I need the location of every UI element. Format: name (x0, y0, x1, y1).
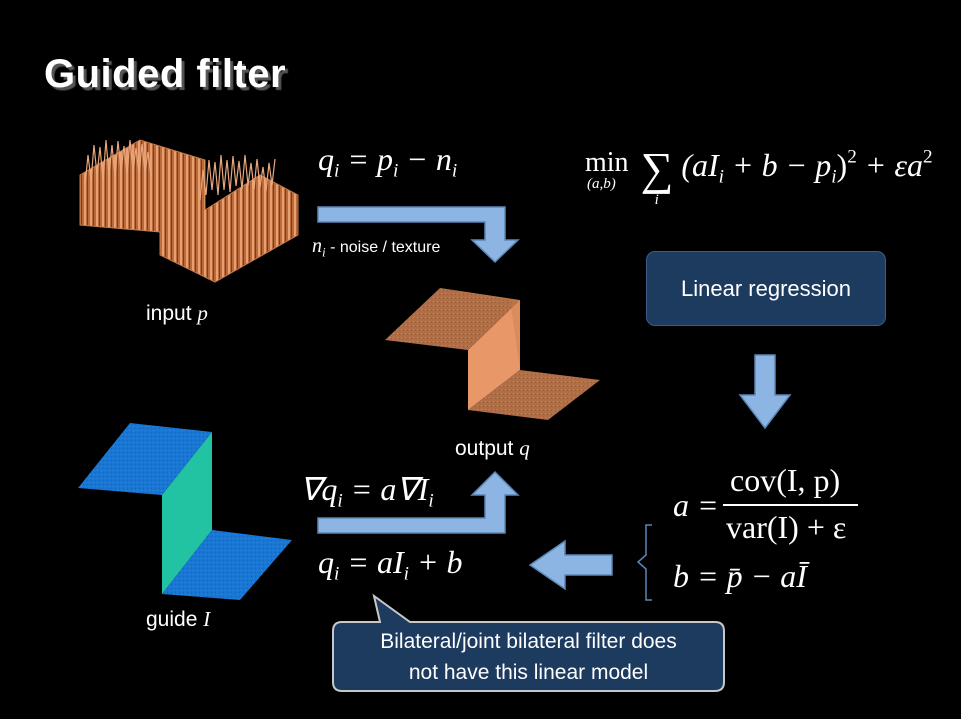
noise-description: ni - noise / texture (312, 235, 441, 260)
equation-a-numerator: cov(I, p) (730, 462, 841, 498)
output-label: output q (455, 436, 530, 460)
input-noisy-surface (79, 139, 299, 283)
guide-label: guide I (146, 607, 211, 631)
equation-a-denominator: var(I) + ε (726, 509, 847, 545)
callout-bubble (332, 593, 725, 692)
minimization-objective: min (a,b) ∑i (aIi + b − pi)2 + εa2 (585, 143, 933, 208)
linear-regression-box: Linear regression (646, 251, 886, 326)
arrow-to-output (317, 206, 520, 264)
guide-step-surface (78, 423, 292, 600)
callout-text: Bilateral/joint bilateral filter does no… (380, 630, 677, 684)
equation-q-equals-p-minus-n: qi = pi − ni (318, 141, 458, 182)
arrow-down-regression (738, 354, 792, 430)
equation-gradient: ∇qi = a∇Ii (300, 471, 434, 512)
output-step-surface (385, 288, 600, 420)
input-label: input p (146, 301, 208, 325)
arrow-left-coefficients (528, 539, 613, 591)
slide-title: Guided filter (44, 52, 287, 96)
equation-a-lhs: a = (673, 487, 719, 523)
left-brace (636, 524, 652, 601)
equation-b: b = p̄ − aĪ (673, 558, 807, 594)
equation-linear-model: qi = aIi + b (318, 544, 463, 585)
arrow-guide-to-output (317, 470, 520, 534)
